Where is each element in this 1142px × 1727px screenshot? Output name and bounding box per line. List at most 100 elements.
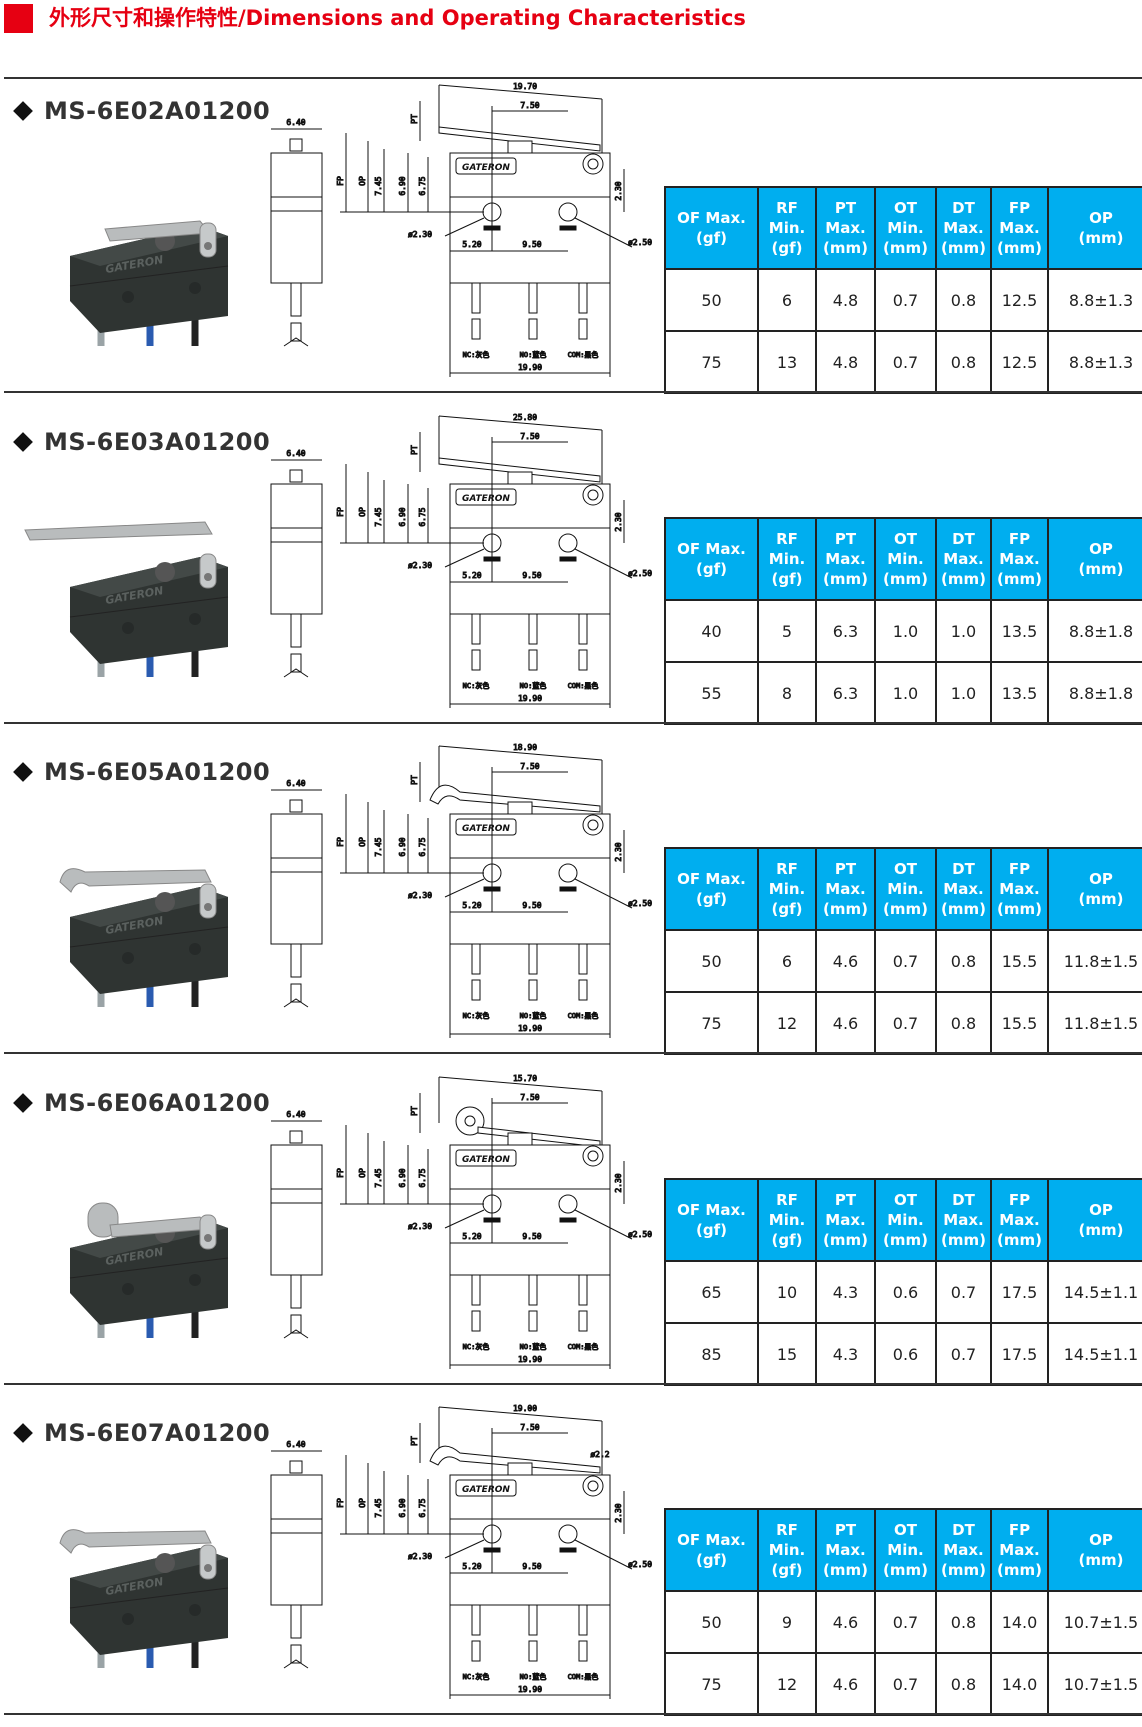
table-cell: 0.7: [935, 1260, 992, 1324]
table-cell: 85: [664, 1322, 759, 1386]
column-header-line: Min.: [768, 219, 806, 237]
divider: [4, 77, 1142, 79]
column-header-line: Max.: [825, 550, 866, 568]
model-name: MS-6E06A01200: [44, 1089, 271, 1117]
column-header-line: Min.: [887, 1541, 924, 1559]
product-section: GATERON 6.40 15.70 7.50 GATERON: [0, 1053, 1142, 1386]
table-cell: 0.8: [935, 1590, 992, 1654]
dim-5-20: 5.20: [462, 240, 481, 249]
product-photo: GATERON: [69, 1202, 229, 1338]
side-view-drawing: 6.40: [270, 449, 323, 678]
column-header-line: Min.: [768, 550, 806, 568]
dim-7-50: 7.50: [520, 101, 539, 110]
dim-lever-length: 18.90: [513, 743, 537, 752]
dim-fp: FP: [336, 1168, 345, 1178]
diamond-bullet-icon: [13, 432, 33, 452]
table-cell: 0.7: [874, 929, 937, 993]
column-header-line: OP: [1089, 1531, 1113, 1549]
column-header: OP(mm): [1047, 186, 1142, 270]
column-header-line: FP: [1008, 1521, 1031, 1539]
column-header-line: Min.: [887, 880, 924, 898]
column-header-line: FP: [1008, 860, 1031, 878]
column-header-line: (mm): [883, 570, 928, 588]
column-header-line: OF Max.: [677, 1531, 746, 1549]
dim-width-side: 6.40: [286, 779, 305, 788]
table-cell: 1.0: [874, 599, 937, 663]
table-cell: 15: [757, 1322, 817, 1386]
column-header-line: Min.: [887, 550, 924, 568]
dim-19-90: 19.90: [518, 694, 542, 703]
table-cell: 6: [757, 268, 817, 332]
table-cell: 4.8: [815, 268, 876, 332]
column-header-line: OP: [1089, 540, 1113, 558]
model-heading: MS-6E06A01200: [12, 1089, 270, 1117]
dim-pt: PT: [410, 1436, 419, 1446]
column-header-line: (mm): [997, 1561, 1042, 1579]
drawing-brand-logo: GATERON: [462, 1155, 510, 1165]
column-header-line: RF: [776, 860, 798, 878]
wire-label-nc: NC:灰色: [463, 350, 490, 359]
wire-label-com: COM:黑色: [568, 350, 599, 359]
table-cell: 40: [664, 599, 759, 663]
column-header-line: (mm): [997, 900, 1042, 918]
wire-label-com: COM:黑色: [568, 681, 599, 690]
dim-hole-2-50: ø2.50: [628, 238, 652, 247]
model-name: MS-6E02A01200: [44, 97, 271, 125]
table-cell: 12: [757, 991, 817, 1055]
column-header-line: Min.: [887, 1211, 924, 1229]
dim-7-50: 7.50: [520, 432, 539, 441]
column-header-line: RF: [776, 199, 798, 217]
table-cell: 0.7: [874, 1590, 937, 1654]
table-cell: 17.5: [990, 1260, 1049, 1324]
divider: [4, 1052, 1142, 1054]
column-header-line: (mm): [941, 900, 986, 918]
dim-op: OP: [358, 1498, 367, 1508]
dim-9-50: 9.50: [522, 571, 541, 580]
diamond-bullet-icon: [13, 1093, 33, 1113]
table-cell: 0.8: [935, 330, 992, 394]
dim-2-30: 2.30: [614, 842, 623, 861]
wire-label-nc: NC:灰色: [463, 1011, 490, 1020]
column-header-line: RF: [776, 530, 798, 548]
column-header: OF Max.(gf): [664, 1508, 759, 1592]
dim-width-side: 6.40: [286, 449, 305, 458]
dim-lever-length: 19.70: [513, 82, 537, 91]
dim-9-50: 9.50: [522, 1232, 541, 1241]
column-header-line: OF Max.: [677, 540, 746, 558]
column-header: OP(mm): [1047, 847, 1142, 931]
dim-2-30: 2.30: [614, 512, 623, 531]
product-photo: GATERON: [24, 521, 229, 677]
column-header-line: PT: [834, 199, 857, 217]
diamond-bullet-icon: [13, 762, 33, 782]
column-header: OF Max.(gf): [664, 1178, 759, 1262]
table-cell: 1.0: [935, 661, 992, 725]
wire-label-no: NO:蓝色: [520, 681, 547, 690]
product-photo: GATERON: [69, 220, 229, 346]
dim-hole-2-50: ø2.50: [628, 899, 652, 908]
drawing-brand-logo: GATERON: [462, 494, 510, 504]
column-header-line: OP: [1089, 870, 1113, 888]
dim-5-20: 5.20: [462, 1562, 481, 1571]
table-cell: 15.5: [990, 991, 1049, 1055]
dim-7-45: 7.45: [374, 176, 383, 195]
table-cell: 0.8: [935, 991, 992, 1055]
table-cell: 6: [757, 929, 817, 993]
table-cell: 8.8±1.8: [1047, 599, 1142, 663]
table-cell: 9: [757, 1590, 817, 1654]
dim-width-side: 6.40: [286, 1110, 305, 1119]
divider: [4, 1713, 1142, 1715]
